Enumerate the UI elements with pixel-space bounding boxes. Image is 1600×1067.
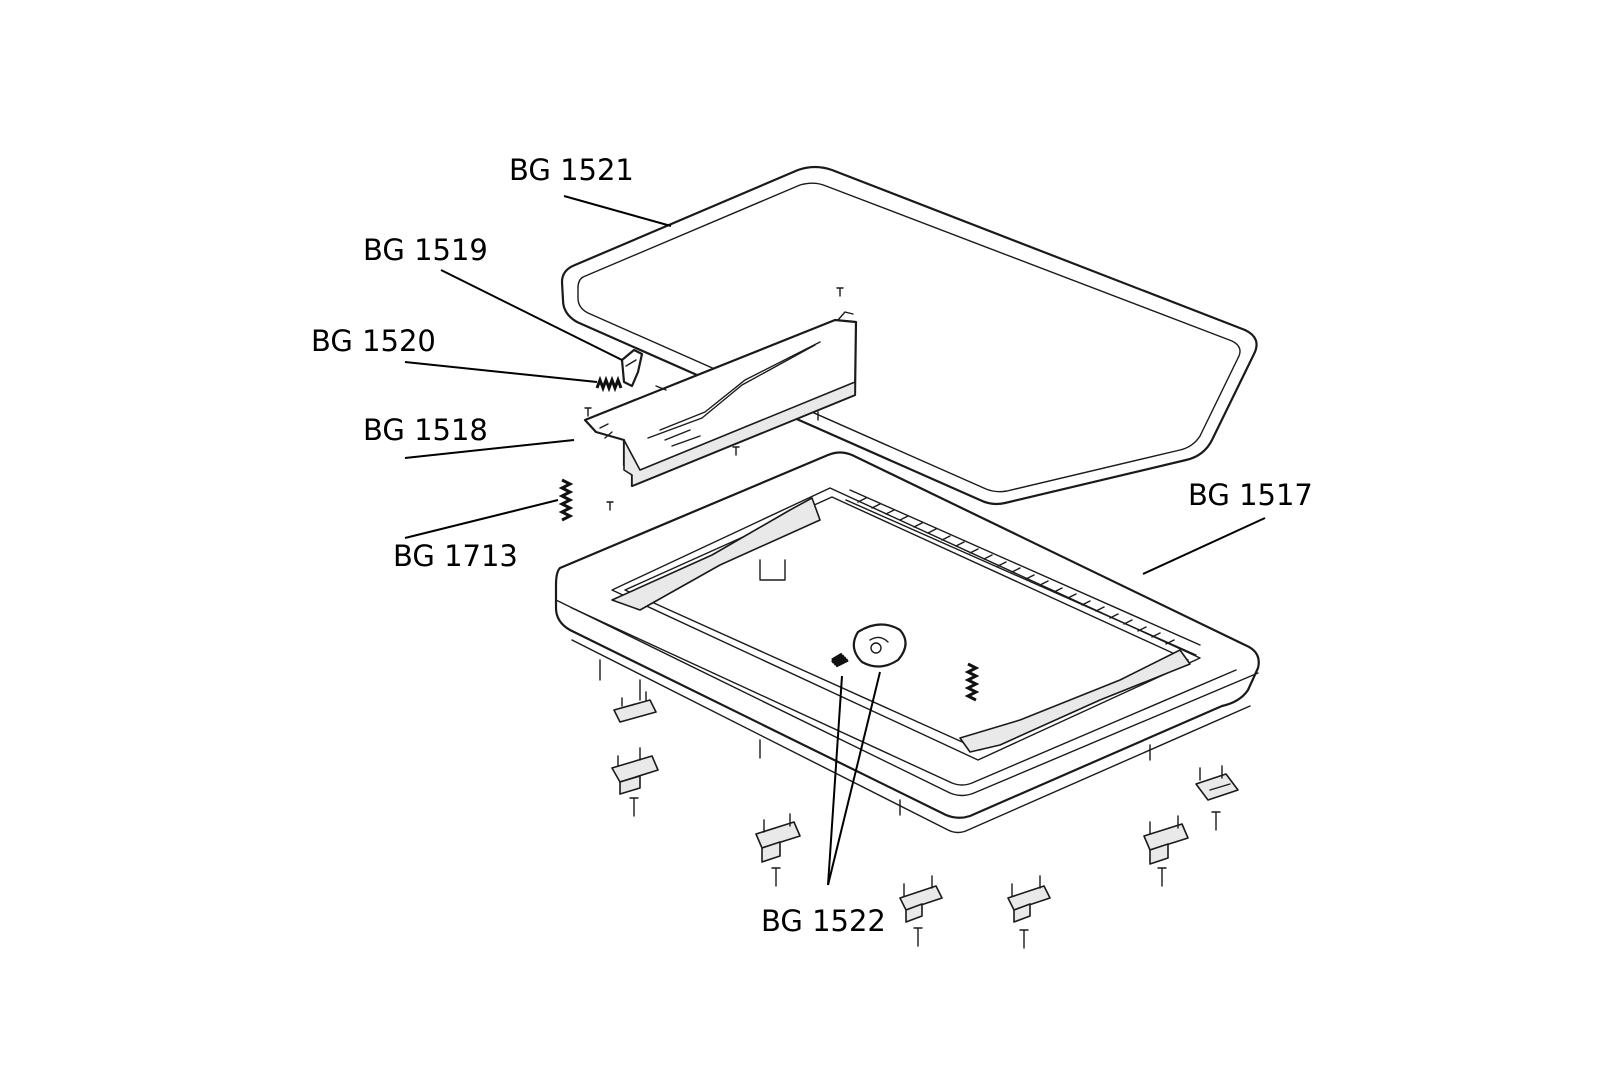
bracket-screws <box>584 287 844 511</box>
clip-1 <box>613 691 657 723</box>
clip-4 <box>899 875 943 947</box>
leader-bg1713 <box>404 499 559 539</box>
label-bg1518: BG 1518 <box>363 413 488 447</box>
leader-bg1520 <box>404 361 598 383</box>
clip-5 <box>1007 875 1051 949</box>
label-bg1519: BG 1519 <box>363 233 488 267</box>
small-spring-part <box>595 375 623 393</box>
leader-bg1517 <box>1142 517 1266 575</box>
gear-rack <box>857 497 1175 645</box>
clip-3 <box>755 813 801 887</box>
latch-part <box>620 348 667 391</box>
inner-spring-and-cap-part <box>831 623 907 668</box>
label-bg1713: BG 1713 <box>393 539 518 573</box>
mounting-clips <box>611 691 1239 949</box>
base-frame-part <box>554 451 1260 834</box>
label-bg1517: BG 1517 <box>1188 478 1313 512</box>
label-bg1521: BG 1521 <box>509 153 634 187</box>
leader-bg1519 <box>440 269 623 361</box>
right-inner-spring <box>964 662 980 702</box>
callout-labels: BG 1521 BG 1519 BG 1520 BG 1518 BG 1713 … <box>311 153 1313 938</box>
label-bg1520: BG 1520 <box>311 324 436 358</box>
label-bg1522: BG 1522 <box>761 904 886 938</box>
clip-2 <box>611 747 659 817</box>
leader-bg1522-a <box>827 675 843 886</box>
leader-lines <box>404 195 1266 886</box>
side-bracket-part <box>583 311 858 488</box>
clip-7 <box>1195 765 1239 831</box>
large-spring-part <box>558 478 574 522</box>
leader-bg1522-b <box>827 671 881 886</box>
seal-frame-part <box>560 165 1258 506</box>
leader-bg1521 <box>563 195 672 227</box>
leader-bg1518 <box>404 439 575 459</box>
clip-6 <box>1143 815 1189 887</box>
